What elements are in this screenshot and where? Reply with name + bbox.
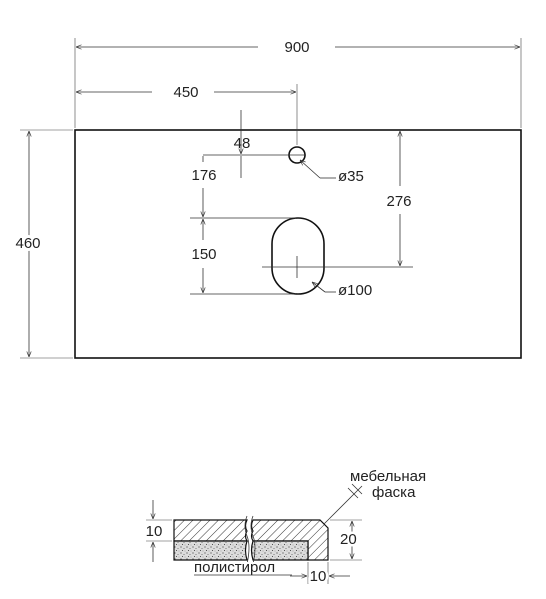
chamfer-callout: мебельная фаска: [323, 468, 426, 525]
tap-hole: 48 ø35: [203, 110, 364, 185]
chamfer-label-line2: фаска: [372, 484, 416, 501]
depth-dimension: 460: [12, 129, 73, 359]
core-right: [250, 540, 309, 561]
depth-label: 460: [15, 235, 40, 252]
width-dimension: 900: [74, 38, 522, 128]
tap-to-bowl-label: 176: [191, 167, 216, 184]
tap-to-bowl-dimension: 176: [191, 156, 217, 217]
core-material-label: полистирол: [194, 559, 275, 576]
width-label: 900: [284, 39, 309, 56]
chamfer-label-line1: мебельная: [350, 468, 426, 485]
bowl-length-dimension: 150: [191, 219, 217, 293]
bowl-center-depth-label: 276: [386, 193, 411, 210]
bowl-diameter-leader: ø100: [312, 282, 372, 299]
tap-hole-diameter-label: ø35: [338, 168, 364, 185]
bowl-length-label: 150: [191, 246, 216, 263]
top-thickness-dimension: 10: [146, 500, 172, 562]
tap-offset-label: 48: [234, 135, 251, 152]
half-width-label: 450: [173, 84, 198, 101]
edge-width-dimension: 10: [290, 562, 350, 588]
core-left: [173, 540, 248, 561]
top-thickness-label: 10: [146, 523, 163, 540]
plan-view: 900 450 460 48 ø35: [12, 38, 522, 359]
bowl-cutout: [190, 217, 413, 295]
top-layer-left: [173, 519, 249, 542]
bowl-width-label: ø100: [338, 282, 372, 299]
countertop-outline: [74, 129, 522, 359]
edge-width-label: 10: [310, 568, 327, 585]
edge-height-dimension: 20: [330, 519, 362, 561]
bowl-center-depth-dimension: 276: [386, 131, 412, 266]
edge-height-label: 20: [340, 531, 357, 548]
half-width-dimension: 450: [76, 84, 298, 145]
section-view: 10 20 10 мебельная фаска полистирол: [146, 468, 426, 588]
